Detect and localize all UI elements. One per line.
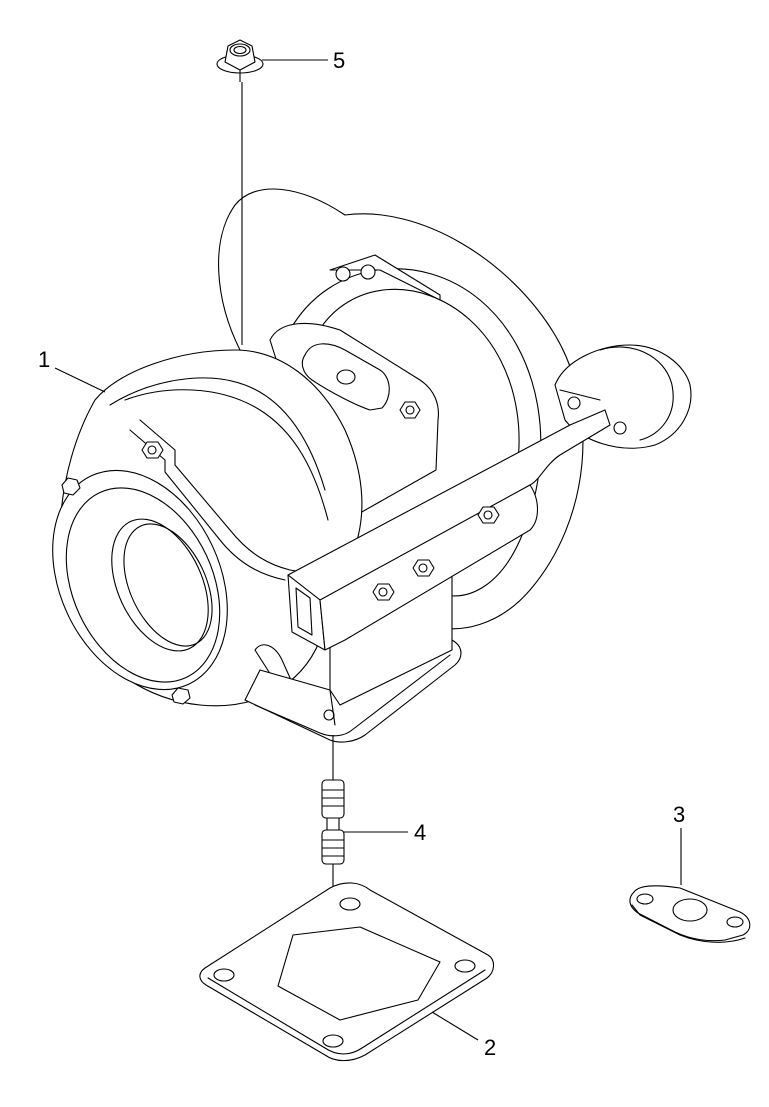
- oil-gasket-part: [629, 885, 751, 943]
- callout-2: 2: [484, 1035, 496, 1060]
- callout-4: 4: [414, 820, 426, 845]
- leader-line-1: [54, 367, 106, 393]
- nut-part: [216, 39, 264, 82]
- leader-line-2: [431, 1011, 479, 1041]
- stud-part: [321, 735, 345, 865]
- flange-gasket-part: [199, 882, 495, 1062]
- callout-5: 5: [333, 48, 345, 73]
- callout-3: 3: [673, 802, 685, 827]
- turbocharger-assembly: [52, 188, 692, 743]
- callout-1: 1: [38, 347, 50, 372]
